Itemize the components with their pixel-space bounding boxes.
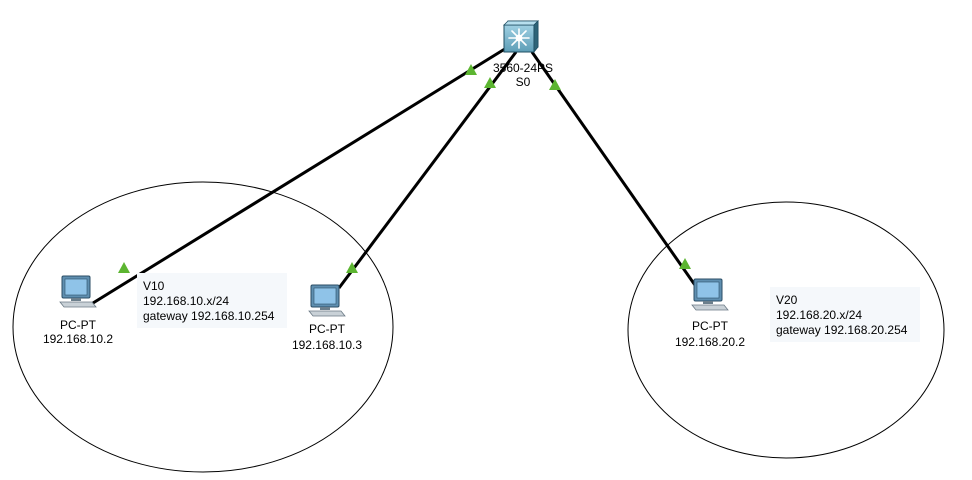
switch-model-label: 3560-24PS <box>492 61 554 75</box>
vlan10-name: V10 <box>143 279 165 293</box>
vlan20-subnet: 192.168.20.x/24 <box>776 308 863 322</box>
pc-icon[interactable] <box>58 275 98 309</box>
link-up-indicator <box>346 262 358 273</box>
link-up-indicator <box>465 64 477 75</box>
pc-icon[interactable] <box>690 278 730 312</box>
link-up-indicator <box>118 262 130 273</box>
pc2-ip-label: 192.168.20.2 <box>674 335 746 349</box>
pc2-model-label: PC-PT <box>692 319 728 333</box>
pc0-ip-label: 192.168.10.2 <box>42 332 114 346</box>
vlan20-gateway: gateway 192.168.20.254 <box>776 323 908 337</box>
vlan10-note: V10 192.168.10.x/24 gateway 192.168.10.2… <box>137 273 287 328</box>
pc-icon[interactable] <box>307 284 347 318</box>
link-up-indicator <box>484 77 496 88</box>
link-s0-pc2[interactable] <box>530 51 699 289</box>
pc1-ip-label: 192.168.10.3 <box>291 338 363 352</box>
pc0-model-label: PC-PT <box>60 318 96 332</box>
pc1-model-label: PC-PT <box>309 322 345 336</box>
vlan20-name: V20 <box>776 293 798 307</box>
vlan10-gateway: gateway 192.168.10.254 <box>143 309 275 323</box>
vlan10-subnet: 192.168.10.x/24 <box>143 294 230 308</box>
switch-name-label: S0 <box>515 75 531 89</box>
vlan20-area <box>627 201 945 459</box>
multilayer-switch-icon[interactable] <box>503 17 541 55</box>
link-s0-pc1[interactable] <box>337 51 518 289</box>
link-up-indicator <box>679 258 691 269</box>
link-up-indicator <box>549 79 561 90</box>
vlan20-note: V20 192.168.20.x/24 gateway 192.168.20.2… <box>770 287 920 342</box>
vlan10-area <box>12 181 394 473</box>
link-s0-pc0[interactable] <box>92 45 509 305</box>
